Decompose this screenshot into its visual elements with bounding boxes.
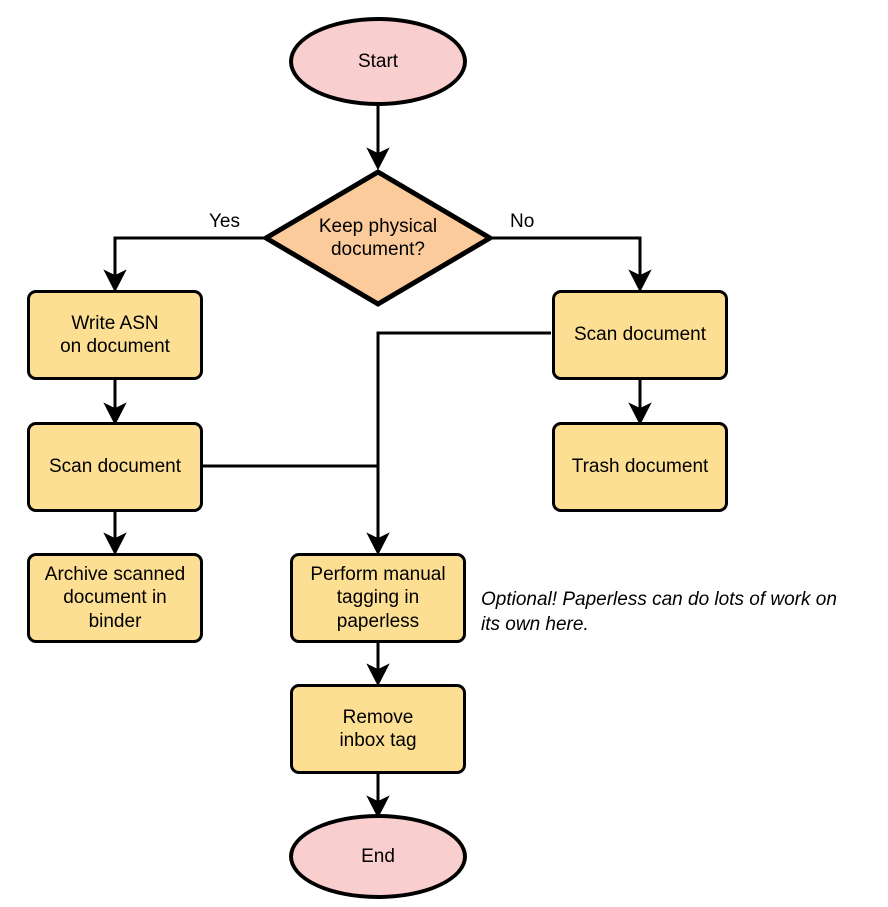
node-remove-inbox-tag-line2: inbox tag [339, 730, 417, 751]
edge-decision-to-write-asn [103, 236, 266, 293]
node-manual-tagging-line3: paperless [336, 610, 420, 632]
node-remove-inbox-tag-line1: Remove [342, 706, 414, 728]
node-keep-physical-document-line2: document? [330, 239, 425, 260]
node-write-asn-line1: Write ASN [71, 312, 159, 334]
node-write-asn[interactable]: Write ASN on document [27, 290, 203, 380]
node-keep-physical-document-label: Keep physical document? [319, 215, 437, 261]
edge-label-no: No [510, 211, 535, 232]
annotation-optional-note: Optional! Paperless can do lots of work … [481, 588, 881, 637]
node-keep-physical-document-line1: Keep physical [318, 215, 438, 237]
node-scan-document-right[interactable]: Scan document [552, 290, 728, 380]
node-scan-document-right-label: Scan document [573, 324, 707, 346]
node-remove-inbox-tag[interactable]: Remove inbox tag [290, 684, 466, 774]
node-trash-document-label: Trash document [571, 456, 709, 478]
node-manual-tagging-line2: tagging in [336, 587, 420, 609]
node-end-label: End [361, 845, 395, 867]
edge-decision-to-scan-right [490, 236, 652, 293]
node-end[interactable]: End [289, 814, 467, 899]
annotation-line1: Optional! Paperless can do lots of work … [481, 589, 837, 610]
node-archive-binder[interactable]: Archive scanned document in binder [27, 553, 203, 643]
node-manual-tagging-line1: Perform manual [310, 564, 446, 586]
node-archive-binder-line1: Archive scanned [44, 564, 186, 586]
node-keep-physical-document[interactable]: Keep physical document? [262, 168, 494, 308]
edge-label-yes: Yes [209, 211, 240, 232]
node-trash-document[interactable]: Trash document [552, 422, 728, 512]
node-scan-document-left[interactable]: Scan document [27, 422, 203, 512]
node-start-label: Start [357, 50, 399, 72]
node-archive-binder-line3: binder [88, 610, 142, 632]
edge-scan-right-to-tagging [366, 331, 551, 556]
node-start[interactable]: Start [289, 17, 467, 106]
node-write-asn-line2: on document [60, 336, 170, 357]
diamond-shape [262, 169, 494, 307]
node-manual-tagging[interactable]: Perform manual tagging in paperless [290, 553, 466, 643]
node-archive-binder-line2: document in [63, 587, 167, 609]
annotation-line2: its own here. [481, 613, 589, 635]
node-scan-document-left-label: Scan document [48, 456, 182, 478]
